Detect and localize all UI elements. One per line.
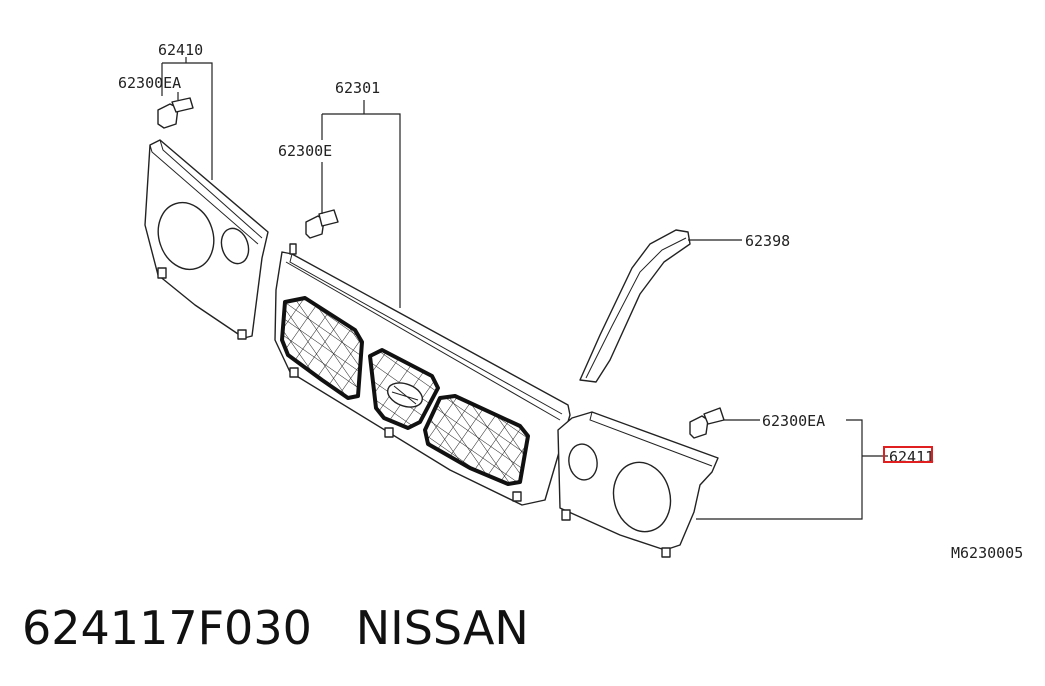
label-62300ea-left: 62300EA — [118, 74, 181, 92]
label-62300ea-right: 62300EA — [762, 412, 825, 430]
label-62301: 62301 — [335, 79, 380, 97]
part-labels: 62410 62300EA 62301 62300E 62398 62300EA… — [118, 41, 1023, 562]
grille-molding — [579, 229, 691, 383]
clip-62300ea-left — [157, 97, 194, 129]
left-headlamp-finisher — [144, 139, 269, 340]
right-headlamp-finisher — [557, 411, 719, 558]
label-62410: 62410 — [158, 41, 203, 59]
clip-62300e — [305, 209, 339, 239]
clip-62300ea-right — [689, 407, 725, 439]
label-62411: 62411 — [889, 448, 934, 466]
part-number: 624117F030 — [22, 601, 312, 655]
brand-name: NISSAN — [355, 601, 529, 655]
diagram-reference: M6230005 — [951, 544, 1023, 562]
highlight-box-62411 — [883, 446, 933, 463]
label-62300e: 62300E — [278, 142, 332, 160]
center-grille — [274, 243, 571, 506]
leader-lines — [161, 57, 888, 520]
label-62398: 62398 — [745, 232, 790, 250]
parts-diagram: 62410 62300EA 62301 62300E 62398 62300EA… — [118, 41, 1023, 562]
caption: 624117F030 NISSAN — [22, 600, 529, 656]
